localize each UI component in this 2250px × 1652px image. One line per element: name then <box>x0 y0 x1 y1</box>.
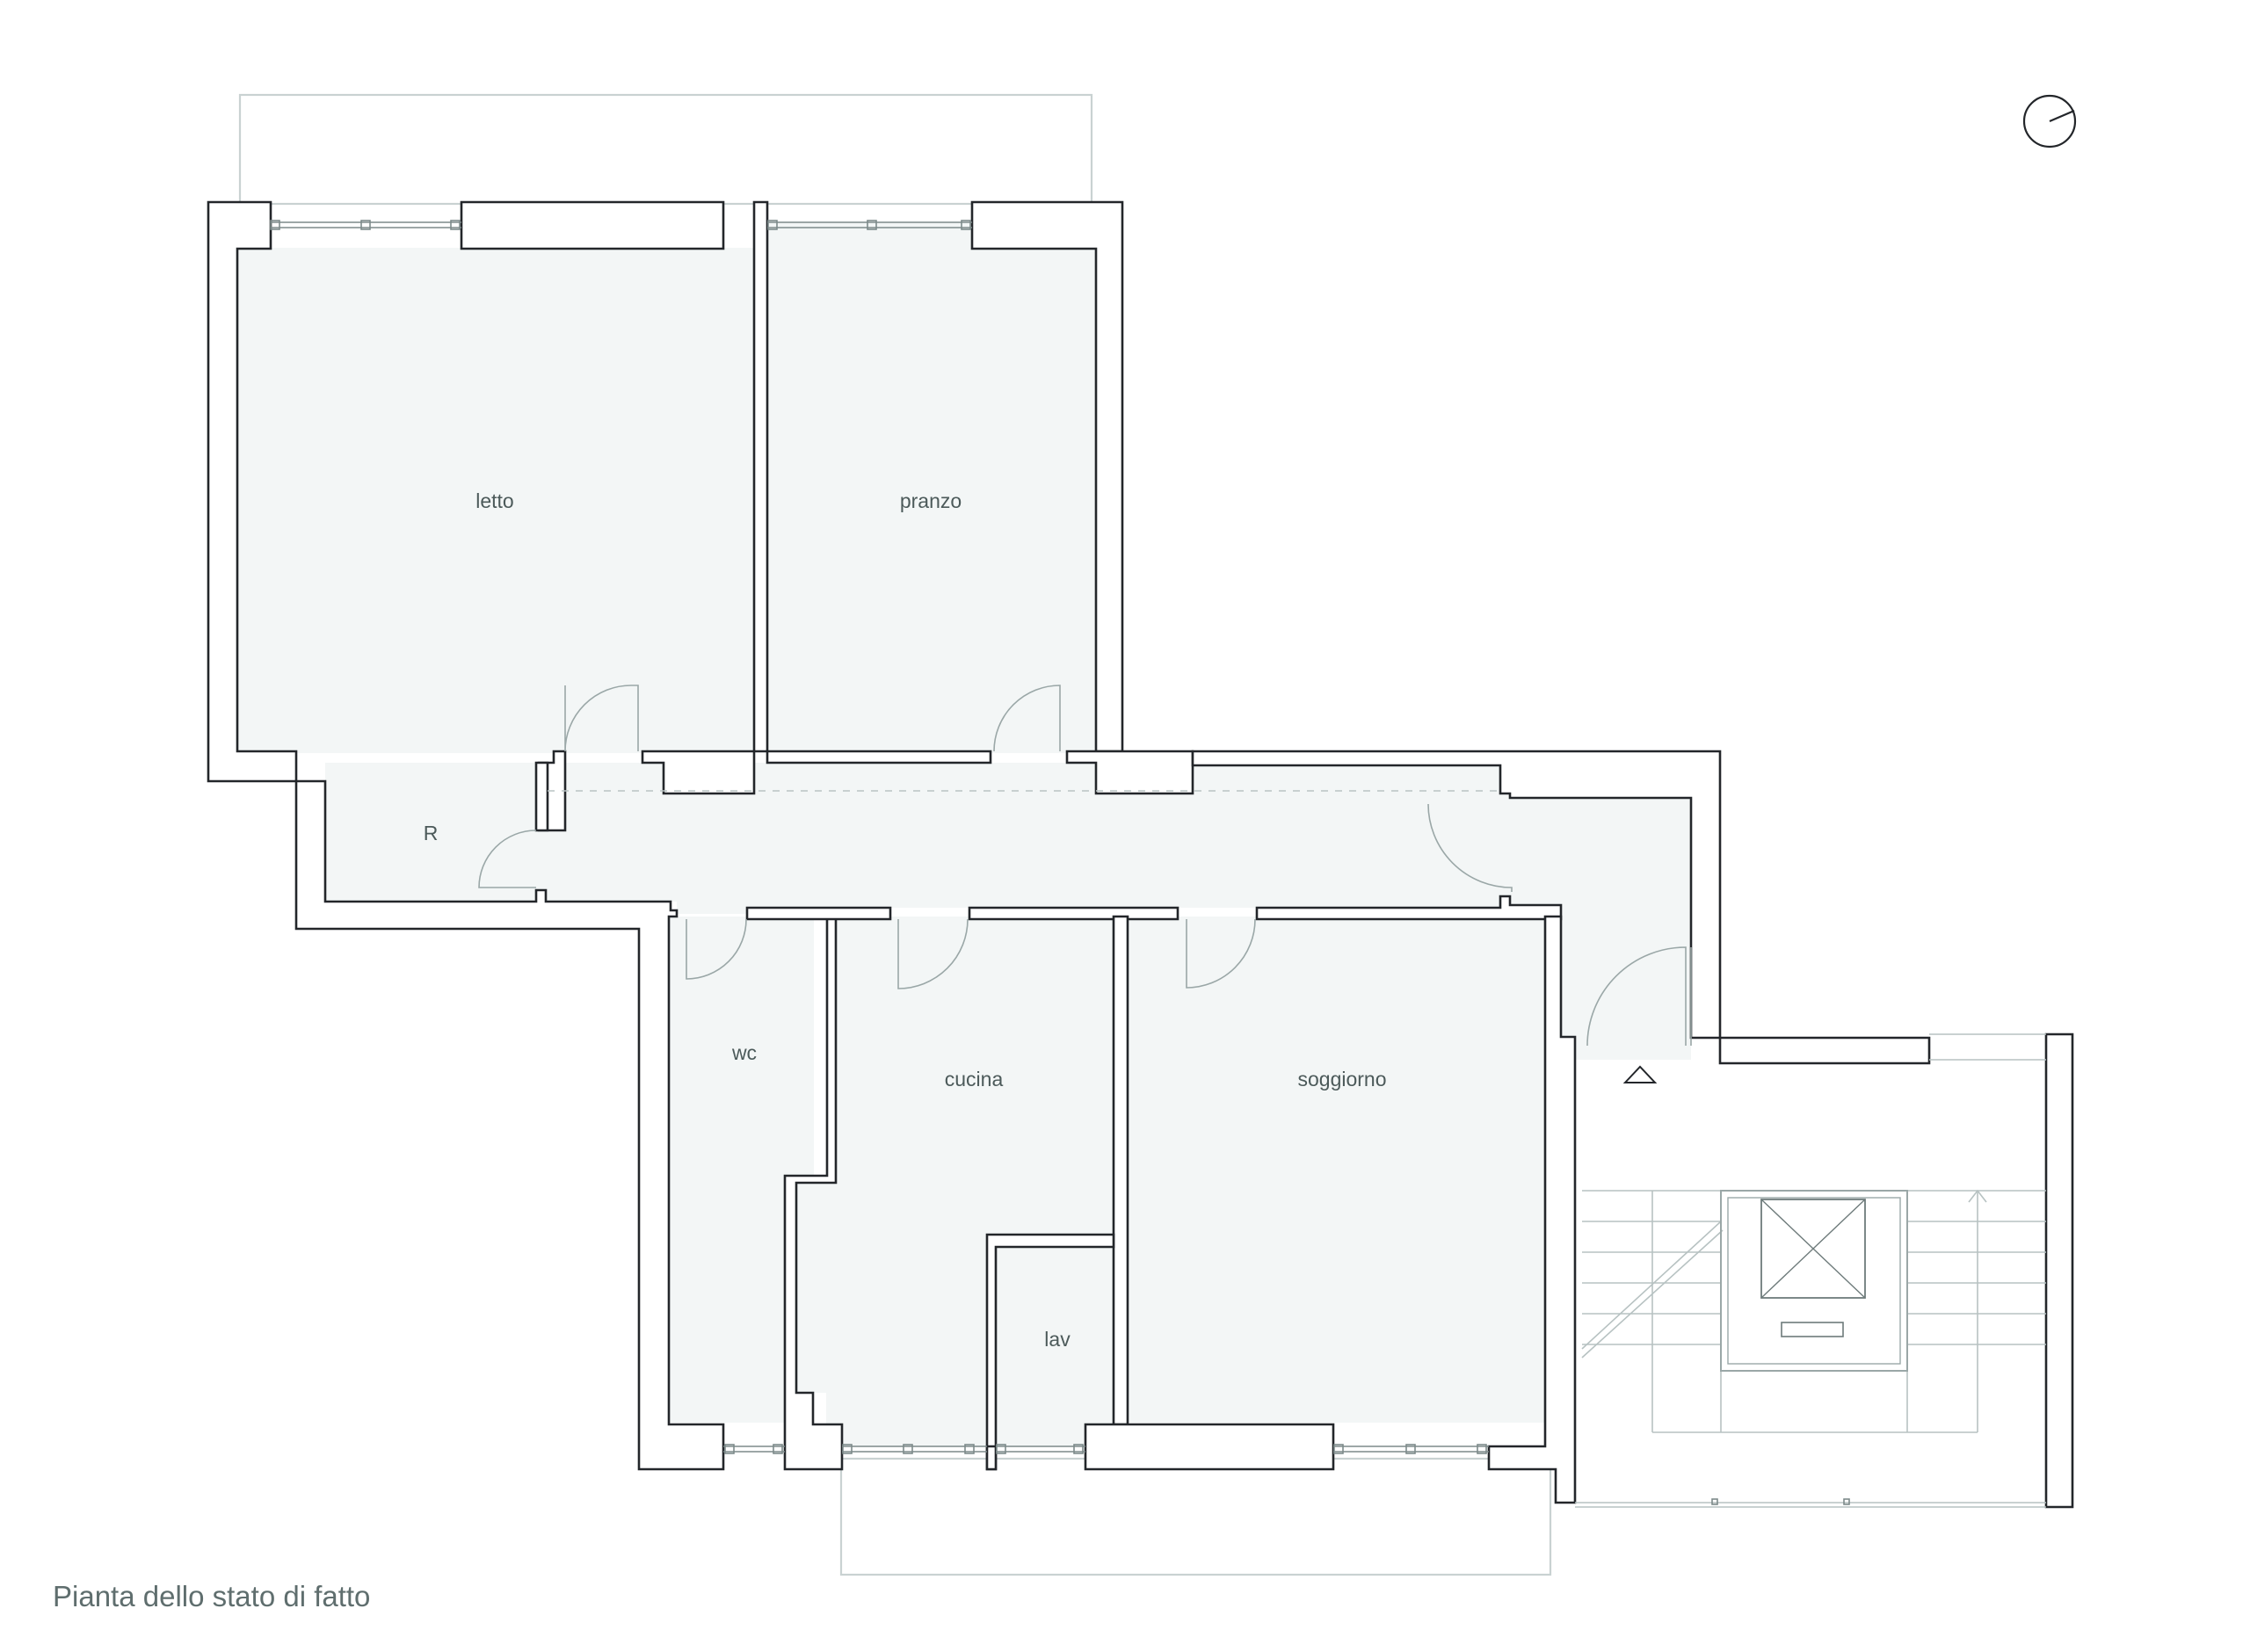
north-arrow-icon <box>2022 94 2077 149</box>
room-label-ripostiglio: R <box>424 822 439 844</box>
room-label-soggiorno: soggiorno <box>1297 1068 1386 1090</box>
balcony-north <box>238 93 1093 206</box>
entrance-triangle-icon <box>1622 1065 1658 1083</box>
window-wc <box>723 1444 785 1454</box>
staircase <box>1575 1033 2046 1508</box>
room-label-letto: letto <box>475 489 513 512</box>
room-label-cucina: cucina <box>945 1068 1004 1090</box>
balcony-south <box>839 1457 1552 1576</box>
door-cucina <box>897 918 969 989</box>
window-pranzo <box>767 220 972 230</box>
door-soggiorno <box>1186 918 1256 989</box>
door-ripostiglio <box>478 830 537 888</box>
room-label-lavanderia: lav <box>1044 1328 1071 1351</box>
window-soggiorno <box>1333 1444 1489 1454</box>
window-cucina <box>842 1444 987 1454</box>
floor-areas <box>237 222 1691 1446</box>
doors <box>478 685 1692 1047</box>
door-pranzo <box>993 685 1061 752</box>
room-labels: letto pranzo R wc cucina lav soggiorno <box>424 489 1387 1351</box>
room-label-pranzo: pranzo <box>900 489 962 512</box>
door-corridor <box>1427 803 1513 892</box>
plan-caption: Pianta dello stato di fatto <box>53 1580 371 1612</box>
room-label-wc: wc <box>731 1041 757 1064</box>
elevator-icon <box>1720 1190 1908 1372</box>
door-wc <box>686 918 747 980</box>
windows <box>270 220 1489 1454</box>
door-entrance <box>1586 946 1687 1047</box>
window-lav <box>996 1444 1085 1454</box>
door-letto <box>564 685 639 752</box>
window-letto <box>270 220 461 230</box>
